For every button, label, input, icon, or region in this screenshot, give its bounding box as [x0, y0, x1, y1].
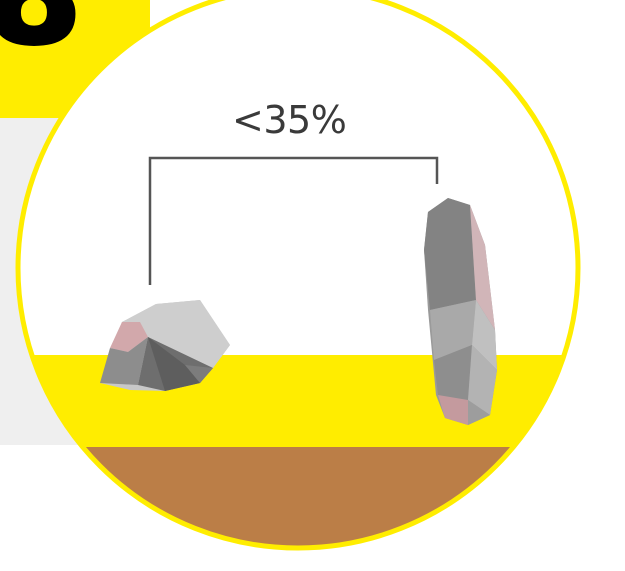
threshold-label: <35%	[232, 101, 382, 139]
ground-layer	[0, 355, 625, 447]
soil-layer	[0, 447, 625, 571]
